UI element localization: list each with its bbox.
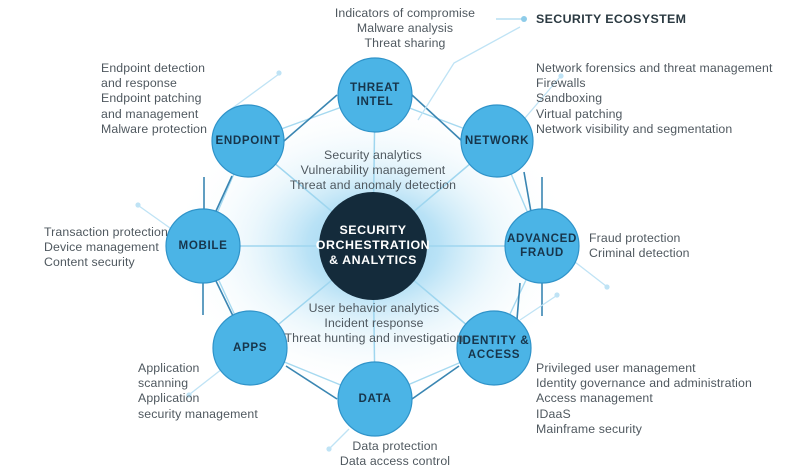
hub-circle xyxy=(319,192,427,300)
capabilities-inner-top: Security analytics Vulnerability managem… xyxy=(289,148,457,193)
capabilities-data: Data protection Data access control xyxy=(339,439,451,469)
capabilities-network: Network forensics and threat management … xyxy=(536,61,773,136)
capabilities-identity-access: Privileged user management Identity gove… xyxy=(536,361,752,436)
node-advanced-fraud-circle xyxy=(504,208,580,284)
node-apps-circle xyxy=(212,310,288,386)
node-threat-intel-circle xyxy=(337,57,413,133)
node-mobile-circle xyxy=(165,208,241,284)
node-network-circle xyxy=(460,104,534,178)
capabilities-threat-intel: Indicators of compromise Malware analysi… xyxy=(334,6,476,51)
node-circles xyxy=(165,57,580,437)
capabilities-apps: Application scanning Application securit… xyxy=(138,361,258,421)
capabilities-endpoint: Endpoint detection and response Endpoint… xyxy=(101,61,208,136)
ecosystem-title: SECURITY ECOSYSTEM xyxy=(536,12,687,26)
capabilities-inner-bottom: User behavior analytics Incident respons… xyxy=(284,301,464,346)
capabilities-mobile: Transaction protection Device management… xyxy=(44,225,168,270)
node-endpoint-circle xyxy=(211,104,285,178)
capabilities-advanced-fraud: Fraud protection Criminal detection xyxy=(589,231,690,261)
node-identity-access-circle xyxy=(456,310,532,386)
ecosystem-callout-line xyxy=(496,16,527,22)
node-data-circle xyxy=(337,361,413,437)
outer-branches xyxy=(135,26,610,452)
